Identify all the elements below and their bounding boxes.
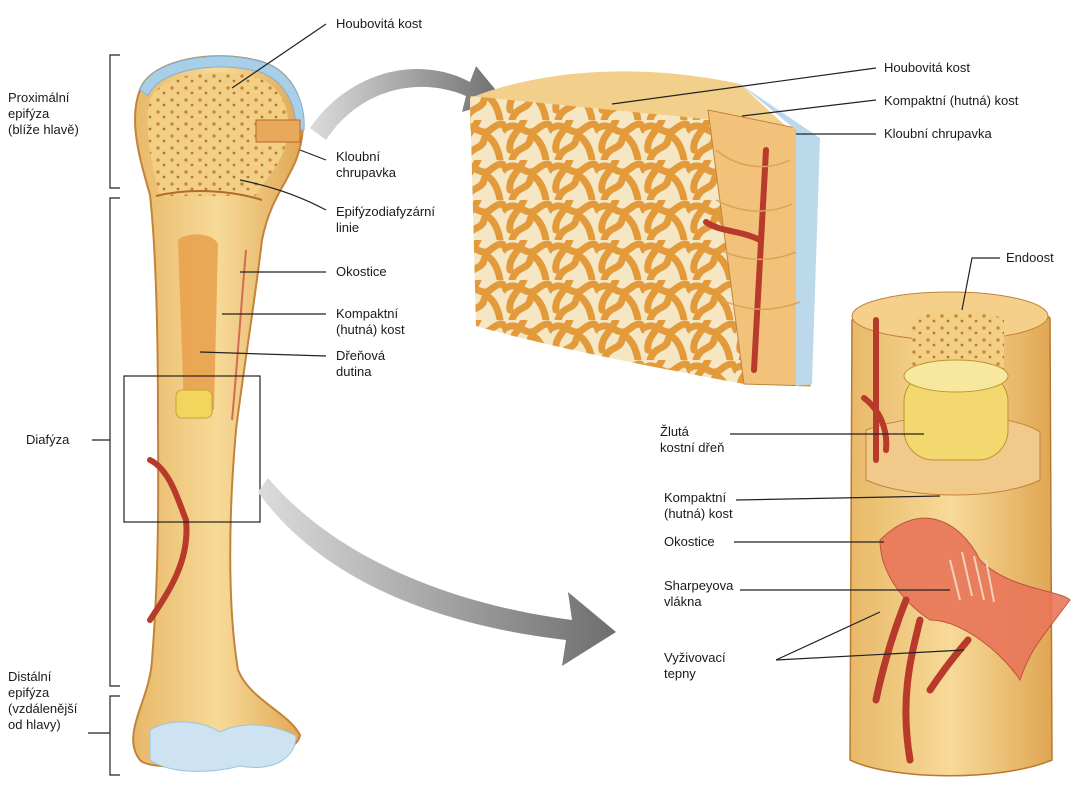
label-epiphyseal-line: Epifýzodiafyzární linie <box>336 204 435 236</box>
label-nutrient-arteries: Vyživovací tepny <box>664 650 726 682</box>
label-proximal-line-1: Proximální <box>8 90 79 106</box>
label-distal-line-4: od hlavy) <box>8 717 77 733</box>
label-distal-line-2: epifýza <box>8 685 77 701</box>
label-articular-cartilage-right: Kloubní chrupavka <box>884 126 992 142</box>
label-compact-bone-mid: Kompaktní (hutná) kost <box>336 306 405 338</box>
label-compact-bone-lower: Kompaktní (hutná) kost <box>664 490 733 522</box>
arrow-lower <box>258 478 616 666</box>
label-epiphyseal-line-1: Epifýzodiafyzární <box>336 204 435 220</box>
label-yellow-marrow-line-2: kostní dřeň <box>660 440 724 456</box>
marrow-plug <box>176 390 212 418</box>
medullary-cavity <box>178 234 218 410</box>
label-spongy-bone-right: Houbovitá kost <box>884 60 970 76</box>
label-epiphyseal-line-2: linie <box>336 220 435 236</box>
label-sharpey-line-1: Sharpeyova <box>664 578 733 594</box>
label-nutrient-line-1: Vyživovací <box>664 650 726 666</box>
spongy-bone-detail <box>470 71 820 386</box>
label-proximal-line-2: epifýza <box>8 106 79 122</box>
label-diaphysis: Diafýza <box>26 432 69 448</box>
label-nutrient-line-2: tepny <box>664 666 726 682</box>
label-periosteum-lower: Okostice <box>664 534 715 550</box>
compact-bone-detail <box>850 292 1070 776</box>
label-sharpey-fibers: Sharpeyova vlákna <box>664 578 733 610</box>
label-medullary-line-2: dutina <box>336 364 385 380</box>
label-proximal-epiphysis: Proximální epifýza (blíže hlavě) <box>8 90 79 138</box>
label-distal-line-3: (vzdálenější <box>8 701 77 717</box>
label-compact-bone-right: Kompaktní (hutná) kost <box>884 93 1018 109</box>
label-distal-epiphysis: Distální epifýza (vzdálenější od hlavy) <box>8 669 77 733</box>
label-sharpey-line-2: vlákna <box>664 594 733 610</box>
long-bone <box>124 56 304 771</box>
label-cartilage-line-2: chrupavka <box>336 165 396 181</box>
label-medullary-cavity: Dřeňová dutina <box>336 348 385 380</box>
label-endosteum: Endoost <box>1006 250 1054 266</box>
label-compact-mid-line-1: Kompaktní <box>336 306 405 322</box>
label-cartilage-line-1: Kloubní <box>336 149 396 165</box>
lattice-face <box>470 96 744 384</box>
label-yellow-marrow-line-1: Žlutá <box>660 424 724 440</box>
head-notch <box>256 120 300 142</box>
label-distal-line-1: Distální <box>8 669 77 685</box>
label-medullary-line-1: Dřeňová <box>336 348 385 364</box>
label-spongy-bone-left: Houbovitá kost <box>336 16 422 32</box>
label-compact-mid-line-2: (hutná) kost <box>336 322 405 338</box>
label-yellow-marrow: Žlutá kostní dřeň <box>660 424 724 456</box>
label-proximal-line-3: (blíže hlavě) <box>8 122 79 138</box>
label-periosteum-mid: Okostice <box>336 264 387 280</box>
label-compact-lower-line-1: Kompaktní <box>664 490 733 506</box>
label-compact-lower-line-2: (hutná) kost <box>664 506 733 522</box>
label-articular-cartilage-left: Kloubní chrupavka <box>336 149 396 181</box>
left-brackets <box>88 55 120 775</box>
